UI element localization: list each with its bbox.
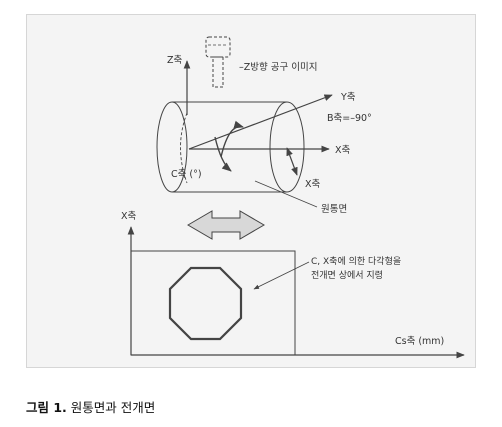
x-axis-bottom-label: X축 bbox=[121, 211, 137, 222]
x-axis-label: X축 bbox=[335, 145, 351, 156]
y-axis-label: Y축 bbox=[340, 92, 356, 103]
x-axis-side-label: X축 bbox=[305, 179, 321, 190]
b-axis-label: B축=–90° bbox=[327, 113, 372, 124]
polygon-note-line2: 전개면 상에서 지령 bbox=[311, 269, 383, 281]
cylinder-development-diagram: –Z방향 공구 이미지 Z축 Y축 B축=–90° X축 C축 (°) X축 원… bbox=[121, 36, 465, 359]
octagon-shape bbox=[168, 266, 243, 341]
y-axis-arrow bbox=[188, 94, 333, 150]
figure-caption: 그림 1. 원통면과 전개면 bbox=[26, 397, 155, 416]
surface-leader-line bbox=[254, 180, 318, 208]
polygon-note-line1: C, X축에 의한 다각형을 bbox=[311, 255, 401, 267]
figure-number: 그림 1. bbox=[26, 400, 67, 415]
figure-title: 원통면과 전개면 bbox=[70, 400, 156, 415]
tool-icon bbox=[205, 36, 231, 88]
developed-surface bbox=[130, 250, 296, 356]
transform-double-arrow bbox=[187, 210, 265, 240]
figure-panel: –Z방향 공구 이미지 Z축 Y축 B축=–90° X축 C축 (°) X축 원… bbox=[26, 14, 476, 368]
z-axis-label: Z축 bbox=[167, 55, 183, 66]
cylinder-surface-label: 원통면 bbox=[321, 204, 347, 215]
c-axis-label: C축 (°) bbox=[171, 169, 202, 180]
x-radius-arrow bbox=[286, 147, 298, 176]
tool-note-label: –Z방향 공구 이미지 bbox=[239, 61, 317, 73]
c-rotation-arrow bbox=[220, 120, 244, 158]
c-rotation-arrow-return bbox=[214, 136, 232, 172]
cylinder bbox=[156, 101, 305, 193]
polygon-leader-arrow bbox=[253, 261, 310, 290]
cs-axis-label: Cs축 (mm) bbox=[395, 336, 444, 347]
